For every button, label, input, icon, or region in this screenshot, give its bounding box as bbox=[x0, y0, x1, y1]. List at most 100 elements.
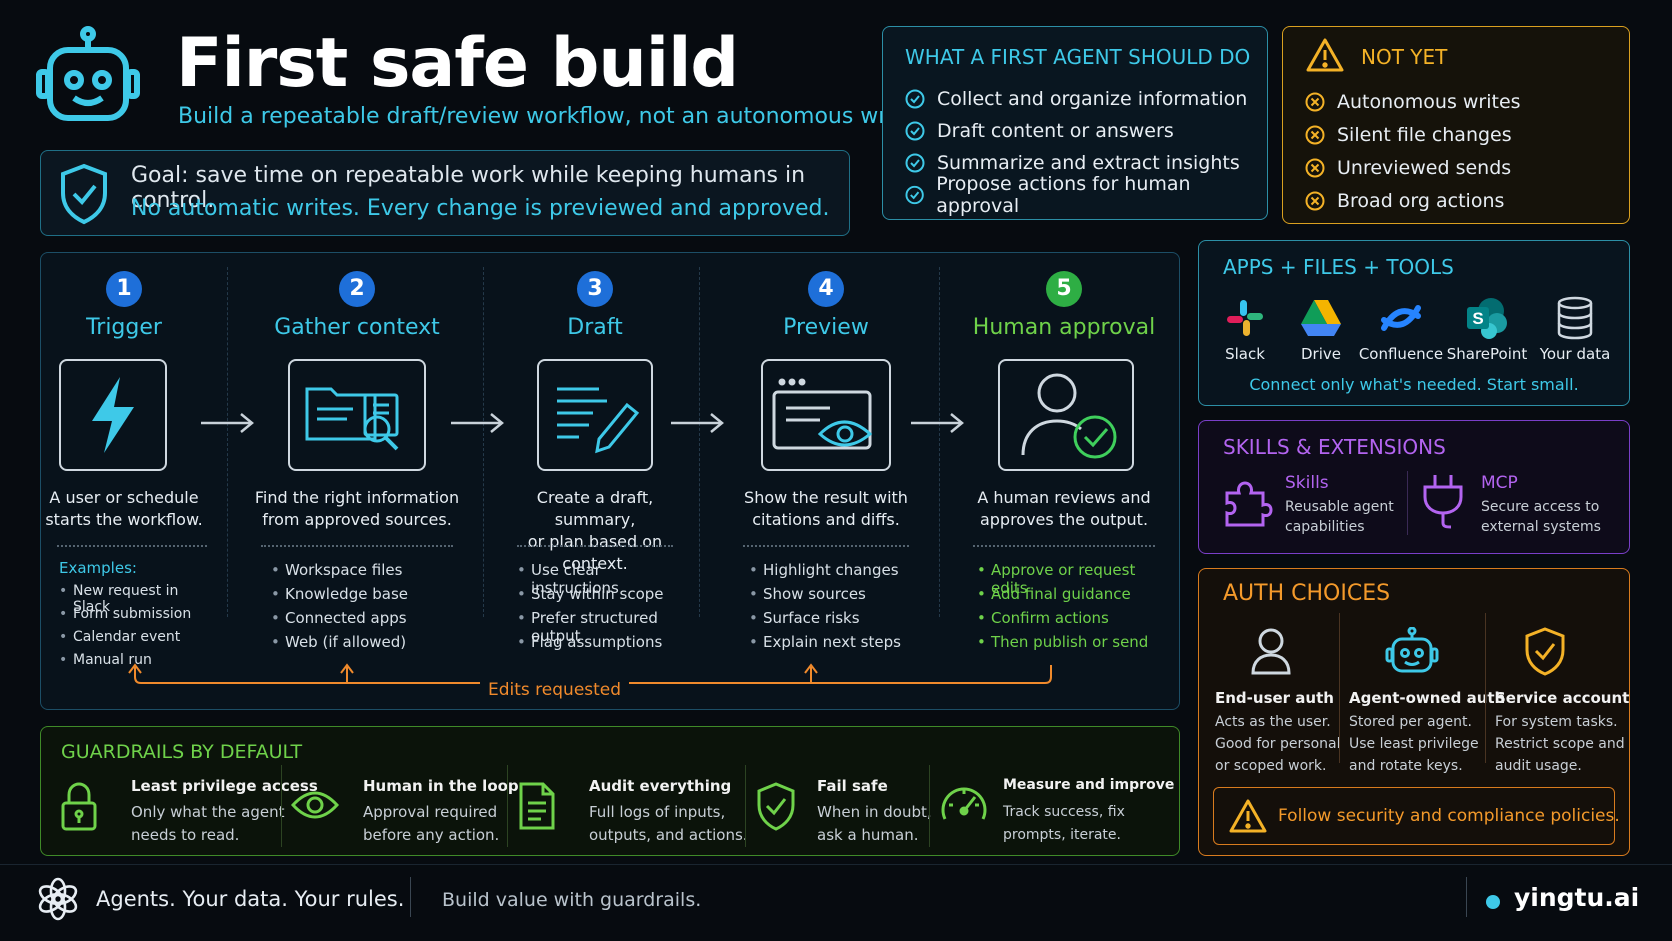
list-item: Connected apps bbox=[271, 609, 408, 633]
auth-panel: AUTH CHOICES End-user auth Acts as the u… bbox=[1198, 568, 1630, 856]
list-item: Add final guidance bbox=[977, 585, 1175, 609]
step-title: Gather context bbox=[274, 315, 440, 340]
gauge-icon bbox=[941, 787, 987, 820]
skills-panel: SKILLS & EXTENSIONS Skills Reusable agen… bbox=[1198, 420, 1630, 554]
app-sharepoint: S SharePoint bbox=[1437, 295, 1537, 363]
step-title: Human approval bbox=[972, 315, 1156, 340]
app-your-data: Your data bbox=[1525, 295, 1625, 363]
list-item: Broad org actions bbox=[1305, 184, 1521, 217]
plug-icon bbox=[1423, 475, 1463, 529]
list-item: Then publish or send bbox=[977, 633, 1175, 657]
edits-requested-label: Edits requested bbox=[480, 680, 630, 700]
user-icon bbox=[1251, 628, 1291, 675]
step-icon-box bbox=[761, 359, 891, 471]
workflow-step-draft: 3 Draft Create a draft, summary,or plan … bbox=[497, 253, 693, 711]
list-item: Summarize and extract insights bbox=[905, 147, 1267, 179]
warning-icon bbox=[1306, 38, 1344, 72]
step-title: Preview bbox=[783, 315, 869, 340]
guardrails-panel: GUARDRAILS BY DEFAULT Least privilege ac… bbox=[40, 726, 1180, 856]
list-item: Use clear instructions bbox=[517, 561, 693, 597]
guardrails-heading: GUARDRAILS BY DEFAULT bbox=[61, 741, 303, 763]
footer-tagline: Agents. Your data. Your rules. bbox=[96, 887, 405, 911]
check-circle-icon bbox=[905, 89, 925, 109]
apps-heading: APPS + FILES + TOOLS bbox=[1223, 255, 1454, 279]
goal-line-2: No automatic writes. Every change is pre… bbox=[131, 196, 830, 221]
list-item: Calendar event bbox=[59, 629, 207, 652]
confluence-icon bbox=[1381, 305, 1421, 331]
check-circle-icon bbox=[905, 153, 925, 173]
brand-name: yingtu.ai bbox=[1514, 883, 1640, 912]
list-item: Web (if allowed) bbox=[271, 633, 408, 657]
sharepoint-icon: S bbox=[1467, 298, 1507, 339]
policy-notice: Follow security and compliance policies. bbox=[1213, 787, 1620, 845]
list-item: Knowledge base bbox=[271, 585, 408, 609]
list-item: Surface risks bbox=[749, 609, 901, 633]
x-circle-icon bbox=[1305, 158, 1325, 177]
step-number: 1 bbox=[106, 271, 142, 307]
arrow-right-icon bbox=[911, 413, 964, 433]
database-icon bbox=[1557, 296, 1593, 340]
footer: Agents. Your data. Your rules. Build val… bbox=[0, 864, 1672, 941]
step-icon-box bbox=[288, 359, 426, 471]
robot-icon bbox=[1385, 627, 1439, 673]
step-icon-box bbox=[537, 359, 653, 471]
x-circle-icon bbox=[1305, 92, 1325, 111]
list-item: Autonomous writes bbox=[1305, 85, 1521, 118]
window-eye-icon bbox=[772, 378, 873, 450]
not-yet-heading: NOT YET bbox=[1361, 45, 1448, 69]
page-title: First safe build bbox=[176, 24, 739, 103]
list-item: New request in Slack bbox=[59, 583, 207, 615]
apps-panel: APPS + FILES + TOOLS Slack Drive Conflue… bbox=[1198, 240, 1630, 406]
list-item: Flag assumptions bbox=[517, 633, 693, 657]
step-number: 3 bbox=[577, 271, 613, 307]
not-yet-panel: NOT YET Autonomous writes Silent file ch… bbox=[1282, 26, 1630, 224]
auth-item-end-user: End-user auth Acts as the user.Good for … bbox=[1215, 621, 1349, 777]
arrow-right-icon bbox=[201, 413, 254, 433]
list-item: Silent file changes bbox=[1305, 118, 1521, 151]
check-circle-icon bbox=[905, 121, 925, 141]
workflow-step-gather-context: 2 Gather context Find the right informat… bbox=[241, 253, 473, 711]
lock-icon bbox=[61, 782, 97, 831]
puzzle-icon bbox=[1225, 481, 1273, 527]
list-item: Collect and organize information bbox=[905, 83, 1267, 115]
eye-icon bbox=[291, 791, 339, 819]
should-do-heading: WHAT A FIRST AGENT SHOULD DO bbox=[905, 45, 1251, 69]
list-item: Prefer structured output bbox=[517, 609, 693, 645]
step-title: Trigger bbox=[86, 315, 162, 340]
list-item: Stay within scope bbox=[517, 585, 693, 609]
arrow-right-icon bbox=[671, 413, 724, 433]
lightning-icon bbox=[92, 377, 134, 453]
drive-icon bbox=[1301, 300, 1341, 336]
shield-check-icon bbox=[1525, 627, 1565, 676]
shield-check-icon bbox=[61, 163, 107, 225]
list-item: Approve or request edits bbox=[977, 561, 1175, 597]
goal-line-1: Goal: save time on repeatable work while… bbox=[131, 163, 806, 213]
arrow-right-icon bbox=[451, 413, 504, 433]
list-item: Unreviewed sends bbox=[1305, 151, 1521, 184]
document-icon bbox=[519, 782, 555, 830]
app-confluence: Confluence bbox=[1351, 295, 1451, 363]
step-number: 4 bbox=[808, 271, 844, 307]
brand-dot-icon bbox=[1486, 895, 1500, 909]
auth-item-agent-owned: Agent-owned auth Stored per agent.Use le… bbox=[1349, 621, 1505, 777]
user-check-icon bbox=[1021, 373, 1117, 459]
examples-label: Examples: bbox=[59, 559, 137, 577]
shield-check-icon bbox=[757, 782, 795, 831]
auth-heading: AUTH CHOICES bbox=[1223, 581, 1391, 606]
should-do-panel: WHAT A FIRST AGENT SHOULD DO Collect and… bbox=[882, 26, 1268, 220]
step-number: 5 bbox=[1046, 271, 1082, 307]
step-icon-box bbox=[998, 359, 1134, 471]
warning-icon bbox=[1229, 799, 1267, 833]
app-drive: Drive bbox=[1281, 295, 1361, 363]
folder-search-icon bbox=[305, 387, 399, 451]
list-item: Manual run bbox=[59, 652, 207, 675]
list-item: Draft content or answers bbox=[905, 115, 1267, 147]
auth-item-service-account: Service account For system tasks.Restric… bbox=[1495, 621, 1629, 777]
slack-icon bbox=[1227, 300, 1263, 336]
